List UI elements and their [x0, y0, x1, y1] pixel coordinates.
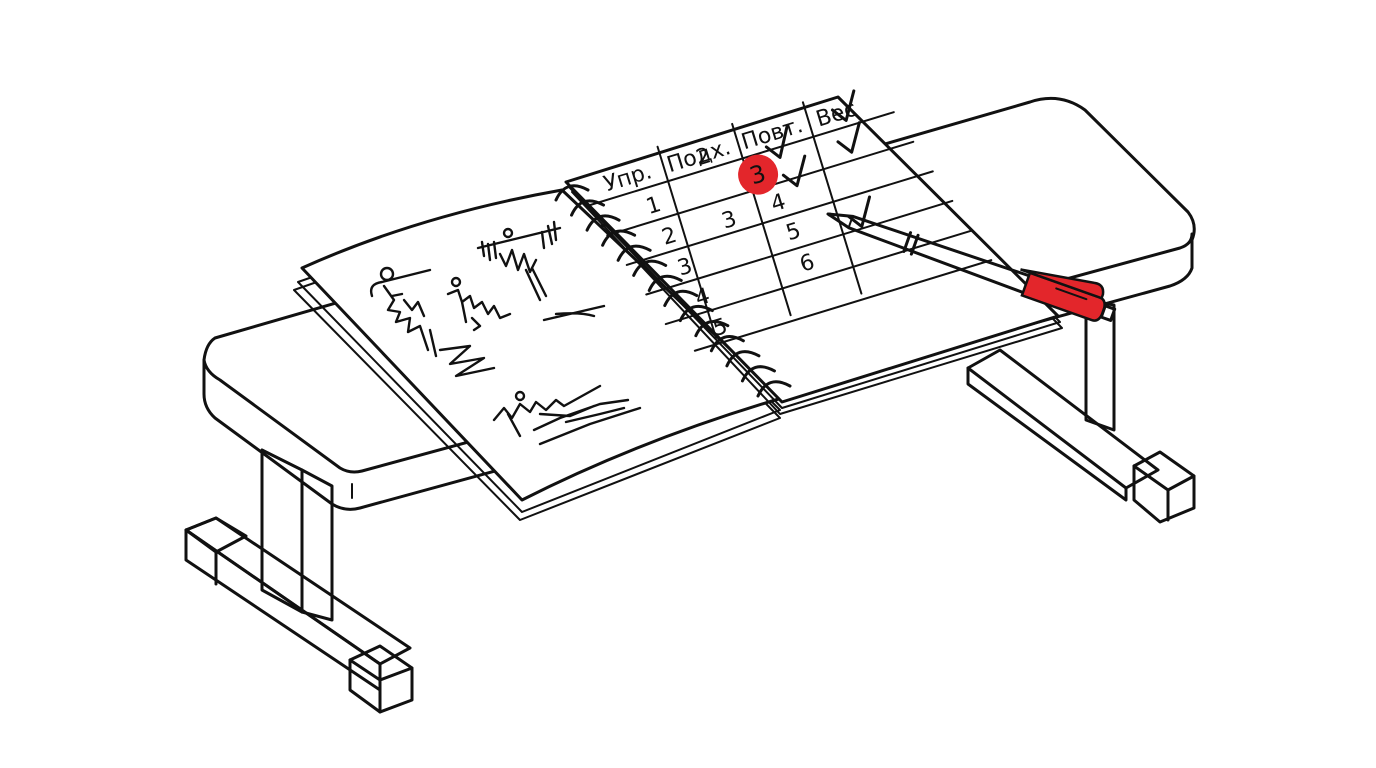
spiral-ring — [647, 274, 683, 292]
check-mark-icon — [830, 89, 856, 122]
spiral-ring — [585, 214, 621, 232]
cell-sets-2: 3 — [719, 207, 740, 235]
cell-sets-1: 2 — [693, 143, 714, 171]
cell-ex-4: 4 — [692, 284, 713, 312]
exercise-sketch-icon — [369, 220, 642, 446]
cell-ex-2: 2 — [659, 223, 680, 251]
spiral-ring — [725, 350, 761, 368]
spiral-ring — [756, 380, 792, 398]
notebook-right-page — [564, 95, 1060, 404]
check-mark-icon — [836, 121, 861, 154]
cell-sets-4: 6 — [797, 250, 818, 278]
cell-ex-3: 3 — [675, 253, 696, 281]
spiral-ring — [740, 365, 776, 383]
notebook: Упр. Подх. Повт. Вес 1 2 3 4 5 2 3 5 6 3… — [293, 89, 1117, 521]
cell-sets-3: 5 — [783, 218, 804, 246]
spiral-ring — [678, 304, 714, 323]
highlighted-reps-cell: 3 — [738, 154, 779, 195]
spiral-ring — [554, 184, 590, 202]
check-mark-icon — [764, 124, 789, 159]
spiral-ring — [632, 259, 668, 277]
cell-ex-5: 5 — [710, 314, 731, 342]
spiral-ring — [709, 335, 745, 353]
spiral-ring — [663, 289, 699, 308]
check-mark-icon — [846, 195, 872, 229]
cell-ex-1: 1 — [643, 192, 664, 220]
bench — [184, 96, 1196, 714]
spiral-binding — [554, 184, 792, 398]
spiral-ring — [616, 244, 652, 262]
cell-reps-2: 4 — [768, 189, 789, 217]
spiral-ring — [570, 199, 606, 217]
pen-icon — [826, 212, 1117, 322]
check-mark-icon — [781, 154, 807, 188]
spiral-ring — [694, 319, 730, 338]
